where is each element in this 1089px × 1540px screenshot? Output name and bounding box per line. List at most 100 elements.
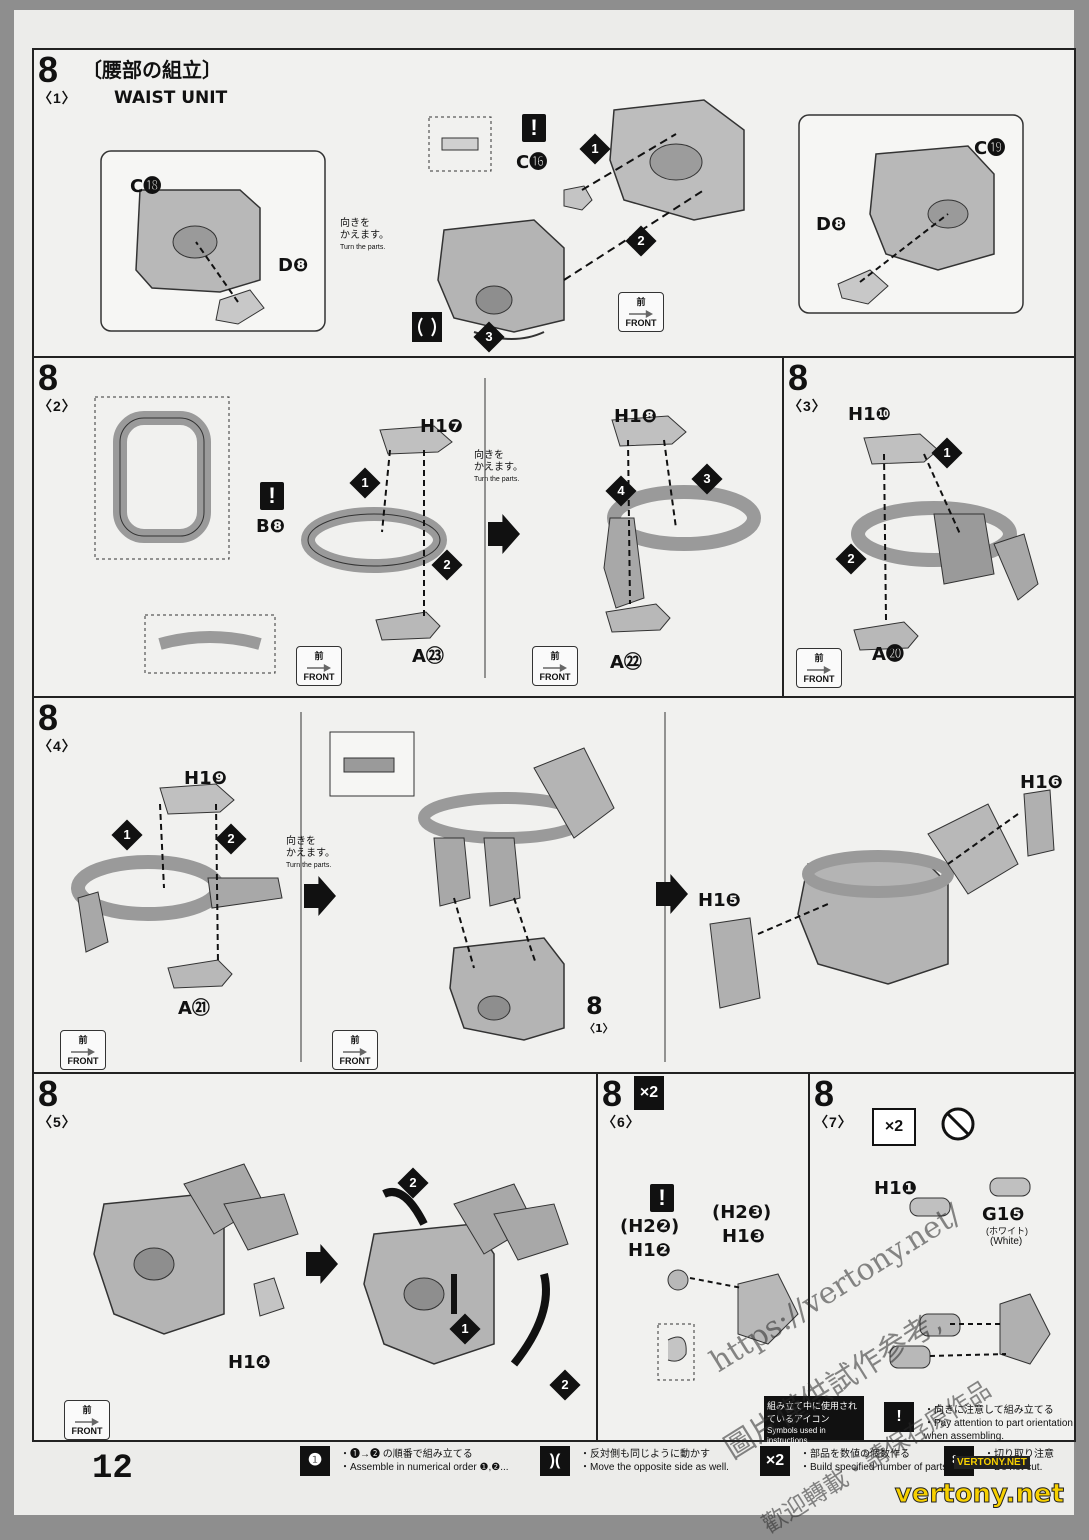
frame-assembly-diagram-4 — [71, 783, 283, 989]
pipe-loop-inset — [94, 396, 230, 560]
part-label: H1❾ — [184, 768, 227, 789]
part-label: D❽ — [816, 214, 847, 235]
part-label: B❽ — [256, 516, 285, 537]
substep-label: 〈4〉 — [38, 738, 77, 754]
waist-side-armor-diagram — [709, 789, 1055, 1009]
order-marker-1: 1 — [579, 133, 611, 165]
part-label: C⓲ — [130, 176, 162, 197]
order-marker-2: 2 — [625, 225, 657, 257]
order-marker-1: 1 — [449, 1313, 481, 1345]
caution-icon: ! — [260, 482, 284, 510]
part-label: H1❹ — [228, 1352, 271, 1373]
inset-peg — [428, 116, 492, 172]
frame-assembly-diagram-2 — [603, 415, 761, 633]
step-number: 8 — [38, 357, 59, 398]
substep-label: 〈5〉 — [38, 1114, 77, 1130]
turn-note: 向きを かえます。 Turn the parts. — [286, 836, 335, 869]
order-icon: ❶ — [300, 1446, 330, 1476]
legend-order: ❶ ・❶→❷ の順番で組み立てる・Assemble in numerical o… — [300, 1442, 540, 1502]
substep-label: 〈1〉 — [38, 90, 77, 106]
substep-label: 〈6〉 — [602, 1114, 641, 1130]
section-title-jp: 〔腰部の組立〕 — [82, 60, 222, 82]
step-number: 8 — [602, 1073, 623, 1114]
part-label: G1❺ — [982, 1204, 1025, 1225]
frame-assembly-diagram-3 — [851, 433, 1039, 651]
substep-label: 〈2〉 — [38, 398, 77, 414]
knee-joint-diagram — [889, 1177, 1051, 1369]
step-number: 8 — [38, 49, 59, 90]
small-pipe-inset — [144, 614, 276, 674]
step-number: 8 — [814, 1073, 835, 1114]
part-label: (H2❷) — [620, 1216, 680, 1237]
inset-box-c19 — [798, 114, 1024, 314]
step-8-1-panel: 8 〈1〉 〔腰部の組立〕 WAIST UNIT C⓲ D❽ 向きを かえます。… — [32, 48, 1076, 366]
part-label: H1❶ — [874, 1178, 917, 1199]
order-marker-1: 1 — [111, 819, 143, 851]
part-label: A㉓ — [412, 646, 444, 667]
joint-diagram — [657, 1269, 799, 1381]
legend-caution: ! ・向きに注意して組み立てる・Pay attention to part or… — [884, 1398, 1074, 1458]
caution-icon: ! — [650, 1184, 674, 1212]
order-marker-1: 1 — [349, 467, 381, 499]
legend-count: ×2 ・部品を数値の個数作る・Build specified number of… — [760, 1442, 950, 1502]
ref-substep: 〈1〉 — [584, 1022, 614, 1035]
caution-icon: ! — [884, 1402, 914, 1432]
turn-note-en: Turn the parts. — [340, 244, 386, 251]
caution-icon: ! — [522, 114, 546, 142]
step-number: 8 — [38, 697, 59, 738]
divider — [300, 712, 302, 1062]
page-number: 12 — [92, 1450, 133, 1488]
section-title-en: WAIST UNIT — [114, 88, 228, 108]
step-number: 8 — [38, 1073, 59, 1114]
step-number: 8 — [788, 357, 809, 398]
part-label: C⓳ — [974, 138, 1006, 159]
part-label: H1❺ — [698, 890, 741, 911]
frame-assembly-diagram — [301, 425, 453, 641]
step-8-7-panel: 8 〈7〉 ×2 H1❶ G1❺ (ホワイト) (White) — [808, 1072, 1076, 1442]
turn-note-jp: 向きを かえます。 — [340, 218, 389, 241]
part-label: (H2❸) — [712, 1202, 772, 1223]
part-label: A⓴ — [872, 644, 904, 665]
legend-mirror: )( ・反対側も同じように動かす・Move the opposite side … — [540, 1442, 760, 1502]
step-8-6-panel: 8 〈6〉 ×2 ! (H2❷) H1❷ (H2❸) H1❸ — [596, 1072, 810, 1442]
mirror-icon — [412, 312, 442, 342]
brand-watermark: vertony.net — [894, 1479, 1064, 1510]
next-arrow — [306, 1244, 338, 1284]
part-label: H1❸ — [722, 1226, 765, 1247]
part-label: C⓰ — [516, 152, 548, 173]
color-note-jp: (ホワイト) — [986, 1226, 1028, 1236]
mirror-icon: )( — [540, 1446, 570, 1476]
order-marker-2: 2 — [431, 549, 463, 581]
order-marker-1: 1 — [931, 437, 963, 469]
order-marker-2: 2 — [835, 543, 867, 575]
part-label: H1❻ — [1020, 772, 1063, 793]
substep-label: 〈3〉 — [788, 398, 827, 414]
order-marker-3: 3 — [473, 321, 505, 353]
part-label: H1❽ — [614, 406, 657, 427]
turn-note: 向きを かえます。 Turn the parts. — [340, 218, 389, 254]
divider — [484, 378, 486, 678]
order-marker-2: 2 — [215, 823, 247, 855]
brand-badge: VERTONY.NET — [954, 1456, 1030, 1469]
multiplier-badge: ×2 — [634, 1076, 664, 1110]
next-arrow — [656, 874, 688, 914]
manual-page: 8 〈1〉 〔腰部の組立〕 WAIST UNIT C⓲ D❽ 向きを かえます。… — [14, 10, 1076, 1539]
order-marker-2: 2 — [397, 1167, 429, 1199]
part-label: H1❷ — [628, 1240, 671, 1261]
part-label: H1❿ — [848, 404, 891, 425]
part-label: A㉑ — [178, 998, 210, 1019]
multiplier-icon: ×2 — [760, 1446, 790, 1476]
order-marker-2b: 2 — [549, 1369, 581, 1401]
